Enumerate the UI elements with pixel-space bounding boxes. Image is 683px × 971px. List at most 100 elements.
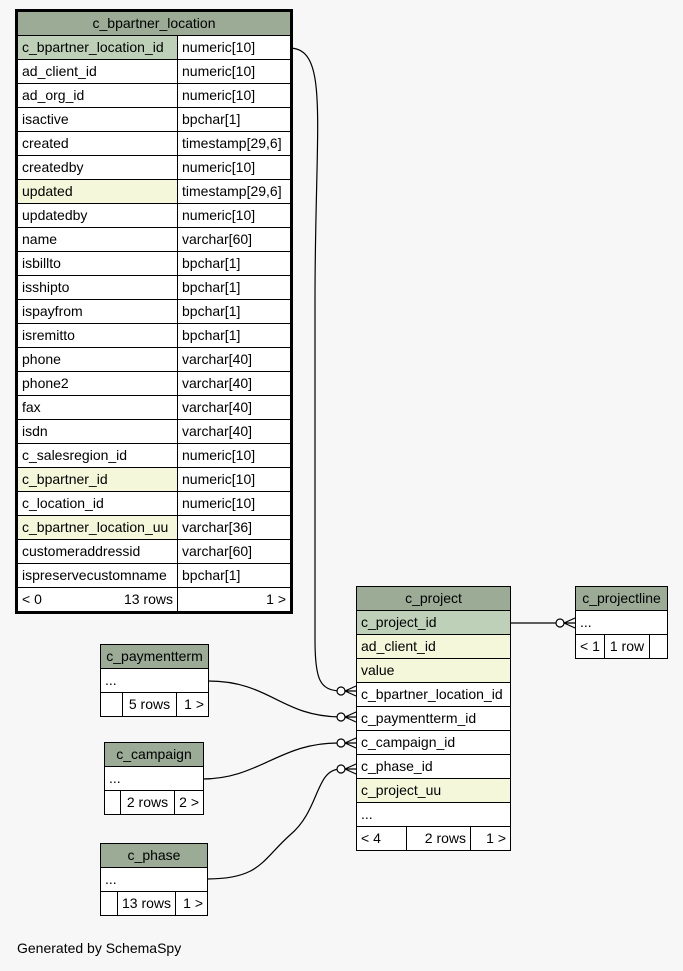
table-row[interactable]: c_phase_id [356, 754, 511, 779]
column-ellipsis: ... [99, 668, 210, 693]
table-title[interactable]: c_paymentterm [99, 644, 210, 669]
column-name: ad_client_id [17, 59, 178, 84]
children-count: 1 > [174, 891, 209, 916]
column-name: c_project_id [356, 610, 511, 635]
crowfoot-phase [336, 764, 346, 774]
fk-line-bpartner-location [288, 47, 341, 692]
table-title[interactable]: c_phase [99, 843, 209, 868]
column-type: numeric[10] [176, 59, 292, 84]
row-count: 13 rows [117, 891, 176, 916]
column-type: numeric[10] [176, 35, 292, 60]
table-c-phase[interactable]: c_phase ... 13 rows 1 > [99, 843, 209, 916]
column-type: numeric[10] [176, 155, 292, 180]
row-count: 2 rows [406, 826, 471, 851]
column-type: bpchar[1] [176, 323, 292, 348]
table-row[interactable]: value [356, 658, 511, 683]
crowfoot-paymentterm [336, 712, 346, 722]
table-row[interactable]: c_project_uu [356, 778, 511, 803]
column-type: bpchar[1] [176, 299, 292, 324]
column-name: ispayfrom [17, 299, 178, 324]
column-type: bpchar[1] [176, 275, 292, 300]
children-count: 1 > [176, 587, 292, 612]
table-row[interactable]: c_project_id [356, 610, 511, 635]
crowfoot-bpartner-location [336, 686, 346, 696]
table-row[interactable]: c_bpartner_location_id [356, 682, 511, 707]
table-row[interactable]: ad_client_id [356, 634, 511, 659]
children-count: 1 > [470, 826, 511, 851]
column-type: numeric[10] [176, 467, 292, 492]
table-row[interactable]: ... [356, 802, 511, 827]
column-name: c_salesregion_id [17, 443, 178, 468]
column-name: name [17, 227, 178, 252]
column-name: updatedby [17, 203, 178, 228]
column-name: phone2 [17, 371, 178, 396]
row-count: 5 rows [122, 692, 177, 717]
table-row[interactable]: c_paymentterm_id [356, 706, 511, 731]
table-title[interactable]: c_project [356, 586, 511, 611]
table-title[interactable]: c_campaign [103, 742, 205, 767]
column-name: c_location_id [17, 491, 178, 516]
column-type: bpchar[1] [176, 563, 292, 588]
parents-count [100, 891, 118, 916]
column-name: ad_org_id [17, 83, 178, 108]
column-name: isbillto [17, 251, 178, 276]
table-title[interactable]: c_projectline [575, 586, 668, 611]
column-type: varchar[40] [176, 371, 292, 396]
crowfoot-campaign [336, 738, 346, 748]
column-type: numeric[10] [176, 83, 292, 108]
column-name: c_campaign_id [356, 730, 511, 755]
column-name: isremitto [17, 323, 178, 348]
column-type: varchar[40] [176, 419, 292, 444]
column-type: varchar[60] [176, 539, 292, 564]
column-name: isshipto [17, 275, 178, 300]
table-c-bpartner-location[interactable]: c_bpartner_location c_bpartner_location_… [14, 9, 294, 614]
column-name: ispreservecustomname [17, 563, 178, 588]
column-type: numeric[10] [176, 491, 292, 516]
column-type: varchar[40] [176, 395, 292, 420]
column-name: createdby [17, 155, 178, 180]
column-type: numeric[10] [176, 203, 292, 228]
fk-line-campaign [201, 742, 341, 780]
column-name: c_bpartner_id [17, 467, 178, 492]
row-count: 2 rows [120, 790, 175, 815]
column-name: phone [17, 347, 178, 372]
children-count: 1 > [175, 692, 210, 717]
column-name: customeraddressid [17, 539, 178, 564]
column-name: updated [17, 179, 178, 204]
column-type: bpchar[1] [176, 107, 292, 132]
crowfoot-projectline [555, 618, 565, 628]
table-title[interactable]: c_bpartner_location [16, 11, 292, 36]
table-c-paymentterm[interactable]: c_paymentterm ... 5 rows 1 > [99, 644, 210, 717]
table-c-projectline[interactable]: c_projectline ... < 1 1 row [575, 586, 668, 659]
parents-count: < 1 [575, 634, 605, 659]
column-name: created [17, 131, 178, 156]
table-row[interactable]: c_campaign_id [356, 730, 511, 755]
column-ellipsis: ... [103, 766, 205, 791]
table-c-campaign[interactable]: c_campaign ... 2 rows 2 > [103, 742, 205, 815]
